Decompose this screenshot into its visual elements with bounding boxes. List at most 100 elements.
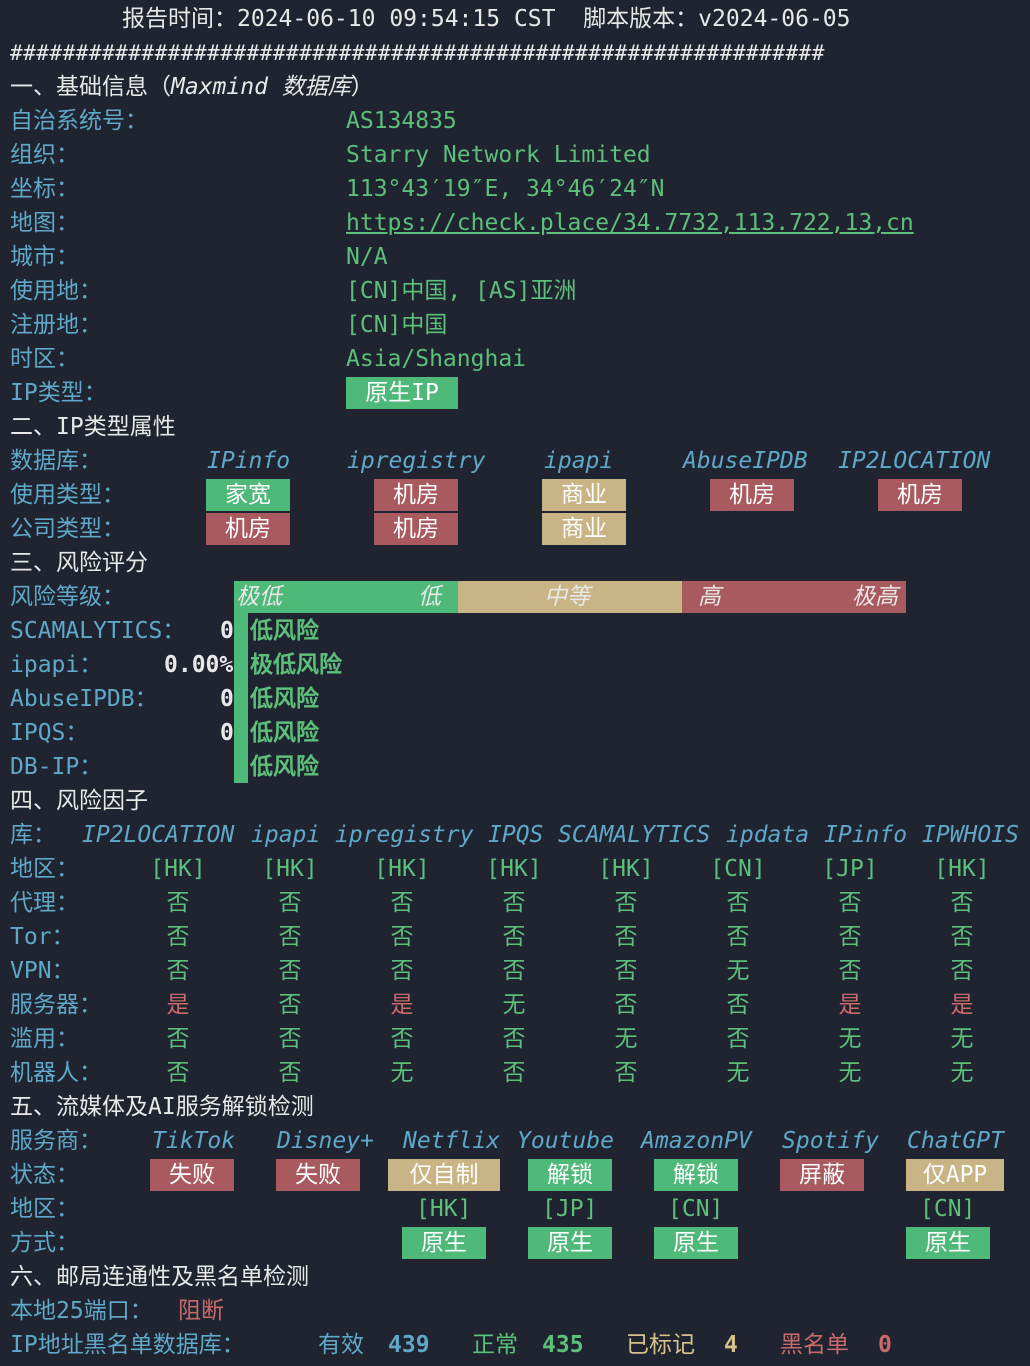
factor-db-scamalytics: SCAMALYTICS bbox=[558, 822, 711, 848]
db-ipinfo: IPinfo bbox=[207, 448, 291, 474]
method-amazonpv: 原生 bbox=[654, 1227, 738, 1259]
company-label: 公司类型： bbox=[10, 516, 125, 542]
factor-cell: 否 bbox=[614, 992, 638, 1018]
factor-cell: 无 bbox=[838, 1060, 862, 1086]
risk-level-label: 风险等级： bbox=[10, 584, 125, 610]
factor-label-proxy: 代理： bbox=[10, 890, 79, 916]
factor-cell: 是 bbox=[390, 992, 414, 1018]
factor-cell: 无 bbox=[390, 1060, 414, 1086]
factor-cell: 否 bbox=[614, 924, 638, 950]
risk-label-abuseipdb: AbuseIPDB： bbox=[10, 686, 158, 712]
factor-cell: 否 bbox=[278, 1060, 302, 1086]
risk-text-ipapi: 极低风险 bbox=[250, 652, 342, 678]
method-label: 方式： bbox=[10, 1230, 79, 1256]
svc-amazonpv: AmazonPV bbox=[641, 1128, 752, 1154]
factor-cell: 否 bbox=[278, 1026, 302, 1052]
factor-cell: 否 bbox=[166, 1060, 190, 1086]
svc-disney: Disney+ bbox=[277, 1128, 374, 1154]
risk-value-scamalytics: 0 bbox=[220, 618, 234, 644]
factor-db-ipinfo: IPinfo bbox=[824, 822, 908, 848]
method-netflix: 原生 bbox=[402, 1227, 486, 1259]
status-chatgpt: 仅APP bbox=[906, 1159, 1004, 1191]
factor-cell: 否 bbox=[278, 924, 302, 950]
risk-value-ipapi: 0.00% bbox=[164, 652, 234, 678]
factor-label-bot: 机器人： bbox=[10, 1060, 102, 1086]
region-chatgpt: [CN] bbox=[920, 1196, 976, 1222]
section-1-title-suffix: ） bbox=[350, 74, 374, 100]
asn-label: 自治系统号： bbox=[10, 108, 148, 134]
factor-cell: 否 bbox=[726, 1026, 750, 1052]
factor-db-ipregistry: ipregistry bbox=[335, 822, 474, 848]
blacklist-normal-label: 正常 bbox=[472, 1332, 518, 1358]
city-value: N/A bbox=[346, 244, 388, 270]
factor-cell: 否 bbox=[390, 924, 414, 950]
factor-cell: 否 bbox=[838, 958, 862, 984]
risk-value-ipqs: 0 bbox=[220, 720, 234, 746]
divider: ########################################… bbox=[10, 41, 825, 65]
risk-scale-yellow bbox=[458, 581, 682, 613]
section-1-title: 一、基础信息（Maxmind 数据库） bbox=[10, 72, 374, 102]
report-header: 报告时间：2024-06-10 09:54:15 CST 脚本版本：v2024-… bbox=[122, 6, 851, 32]
factor-cell: [HK] bbox=[934, 856, 990, 882]
factor-cell: [JP] bbox=[822, 856, 878, 882]
risk-scale-high: 高 bbox=[698, 584, 721, 610]
factor-cell: [HK] bbox=[598, 856, 654, 882]
usage-ip2location: 机房 bbox=[878, 479, 962, 511]
risk-label-scamalytics: SCAMALYTICS： bbox=[10, 618, 186, 644]
factor-cell: 否 bbox=[390, 1026, 414, 1052]
blacklist-marked-count: 4 bbox=[724, 1332, 738, 1358]
status-spotify: 屏蔽 bbox=[780, 1159, 864, 1191]
status-tiktok: 失败 bbox=[150, 1159, 234, 1191]
factor-cell: 无 bbox=[726, 1060, 750, 1086]
company-ipinfo: 机房 bbox=[206, 513, 290, 545]
blacklist-valid-label: 有效 bbox=[318, 1332, 364, 1358]
lib-label: 库： bbox=[10, 822, 56, 848]
status-netflix: 仅自制 bbox=[388, 1159, 500, 1191]
risk-scale-very-high: 极高 bbox=[852, 584, 898, 610]
factor-cell: 否 bbox=[278, 958, 302, 984]
method-chatgpt: 原生 bbox=[906, 1227, 990, 1259]
port25-label: 本地25端口： bbox=[10, 1298, 153, 1324]
factor-cell: 是 bbox=[166, 992, 190, 1018]
risk-scale-very-low: 极低 bbox=[236, 584, 282, 610]
section-5-title: 五、流媒体及AI服务解锁检测 bbox=[10, 1094, 314, 1120]
asn-value: AS134835 bbox=[346, 108, 457, 134]
factor-cell: 否 bbox=[838, 890, 862, 916]
factor-cell: 否 bbox=[950, 890, 974, 916]
factor-cell: 否 bbox=[502, 890, 526, 916]
factor-cell: 否 bbox=[726, 992, 750, 1018]
factor-cell: 否 bbox=[502, 958, 526, 984]
db-ip2location: IP2LOCATION bbox=[838, 448, 991, 474]
factor-cell: 否 bbox=[726, 924, 750, 950]
factor-cell: 无 bbox=[950, 1026, 974, 1052]
factor-cell: 否 bbox=[166, 890, 190, 916]
factor-cell: 否 bbox=[502, 924, 526, 950]
factor-cell: 否 bbox=[950, 958, 974, 984]
risk-scale-medium: 中等 bbox=[544, 584, 590, 610]
blacklist-marked-label: 已标记 bbox=[626, 1332, 695, 1358]
org-value: Starry Network Limited bbox=[346, 142, 651, 168]
factor-cell: 否 bbox=[278, 890, 302, 916]
status-disney: 失败 bbox=[276, 1159, 360, 1191]
map-link[interactable]: https://check.place/34.7732,113.722,13,c… bbox=[346, 210, 914, 236]
risk-indicator-bar bbox=[234, 613, 248, 783]
risk-text-abuseipdb: 低风险 bbox=[250, 686, 319, 712]
reg-value: [CN]中国 bbox=[346, 312, 448, 338]
factor-cell: 否 bbox=[614, 958, 638, 984]
svc-netflix: Netflix bbox=[403, 1128, 500, 1154]
factor-cell: 无 bbox=[950, 1060, 974, 1086]
city-label: 城市： bbox=[10, 244, 79, 270]
svc-tiktok: TikTok bbox=[152, 1128, 236, 1154]
factor-cell: 无 bbox=[838, 1026, 862, 1052]
method-youtube: 原生 bbox=[528, 1227, 612, 1259]
risk-scale-low: 低 bbox=[418, 584, 441, 610]
factor-label-server: 服务器： bbox=[10, 992, 102, 1018]
svc-spotify: Spotify bbox=[782, 1128, 879, 1154]
factor-cell: 否 bbox=[614, 890, 638, 916]
usage-ipregistry: 机房 bbox=[374, 479, 458, 511]
factor-cell: 否 bbox=[278, 992, 302, 1018]
factor-cell: [HK] bbox=[486, 856, 542, 882]
factor-label-tor: Tor： bbox=[10, 924, 75, 950]
factor-cell: [CN] bbox=[710, 856, 766, 882]
factor-cell: 否 bbox=[614, 1060, 638, 1086]
